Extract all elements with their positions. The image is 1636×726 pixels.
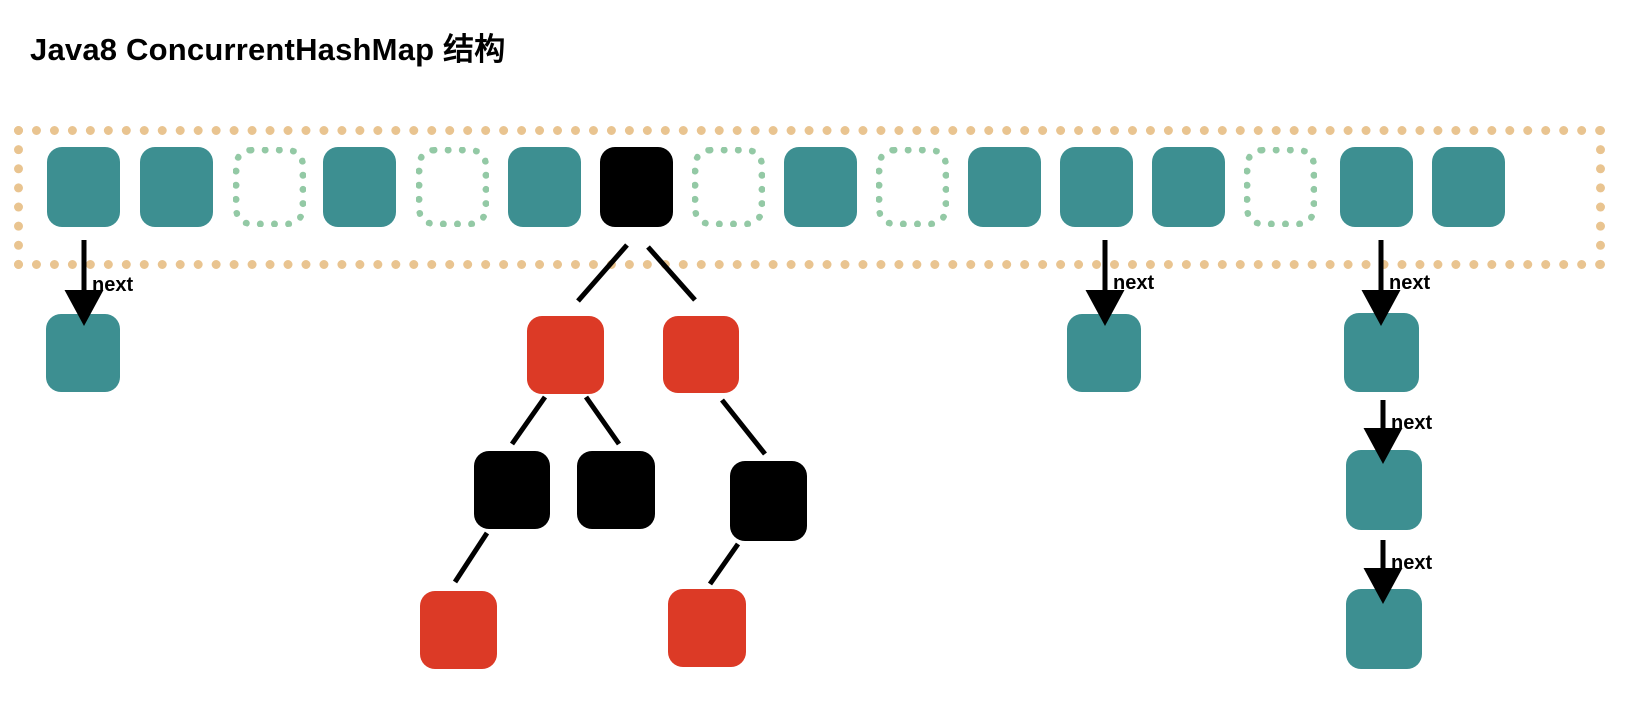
tree-edge-redright-to-blackrr: [720, 398, 767, 456]
hash-table-cell-12: [1152, 147, 1225, 227]
hash-table-array-container: [14, 126, 1605, 269]
next-arrow-bucket0-label: next: [92, 274, 134, 296]
tree-node-red-leaf-right: [668, 589, 746, 667]
hash-table-cell-13: [1244, 147, 1317, 227]
hash-table-cell-10: [968, 147, 1041, 227]
tree-edge-redleft-to-blacklr: [583, 395, 622, 446]
next-arrow-bucket11-label: next: [1113, 272, 1155, 294]
hash-table-cell-0: [47, 147, 120, 227]
hash-table-cell-14: [1340, 147, 1413, 227]
next-arrow-bucket14-1-label: next: [1389, 272, 1431, 294]
hash-table-cell-4: [416, 147, 489, 227]
linked-list-node-bucket14-2: [1346, 450, 1422, 530]
linked-list-node-bucket0-1: [46, 314, 120, 392]
hash-table-cell-7: [692, 147, 765, 227]
tree-node-black-left-right: [577, 451, 655, 529]
hash-table-cell-6: [600, 147, 673, 227]
hash-table-cell-3: [323, 147, 396, 227]
linked-list-node-bucket11-1: [1067, 314, 1141, 392]
hash-table-cell-11: [1060, 147, 1133, 227]
tree-node-red-leaf-left: [420, 591, 497, 669]
hash-table-cell-5: [508, 147, 581, 227]
tree-node-black-right: [730, 461, 807, 541]
tree-edge-blackll-to-redleaf: [452, 531, 490, 584]
hash-table-cell-2: [233, 147, 306, 227]
linked-list-node-bucket14-3: [1346, 589, 1422, 669]
hash-table-cell-8: [784, 147, 857, 227]
tree-edges-group: [452, 243, 767, 586]
page-title: Java8 ConcurrentHashMap 结构: [30, 32, 506, 67]
tree-node-black-left-left: [474, 451, 550, 529]
tree-node-red-right: [663, 316, 739, 393]
tree-edge-blackrr-to-redleaf: [707, 542, 741, 586]
hash-table-cell-1: [140, 147, 213, 227]
tree-node-red-left: [527, 316, 604, 394]
hash-table-cell-9: [876, 147, 949, 227]
next-arrow-bucket14-3-label: next: [1391, 552, 1433, 574]
linked-list-node-bucket14-1: [1344, 313, 1419, 392]
hash-table-cell-15: [1432, 147, 1505, 227]
tree-edge-redleft-to-blackll: [509, 395, 548, 446]
next-arrow-bucket14-2-label: next: [1391, 412, 1433, 434]
